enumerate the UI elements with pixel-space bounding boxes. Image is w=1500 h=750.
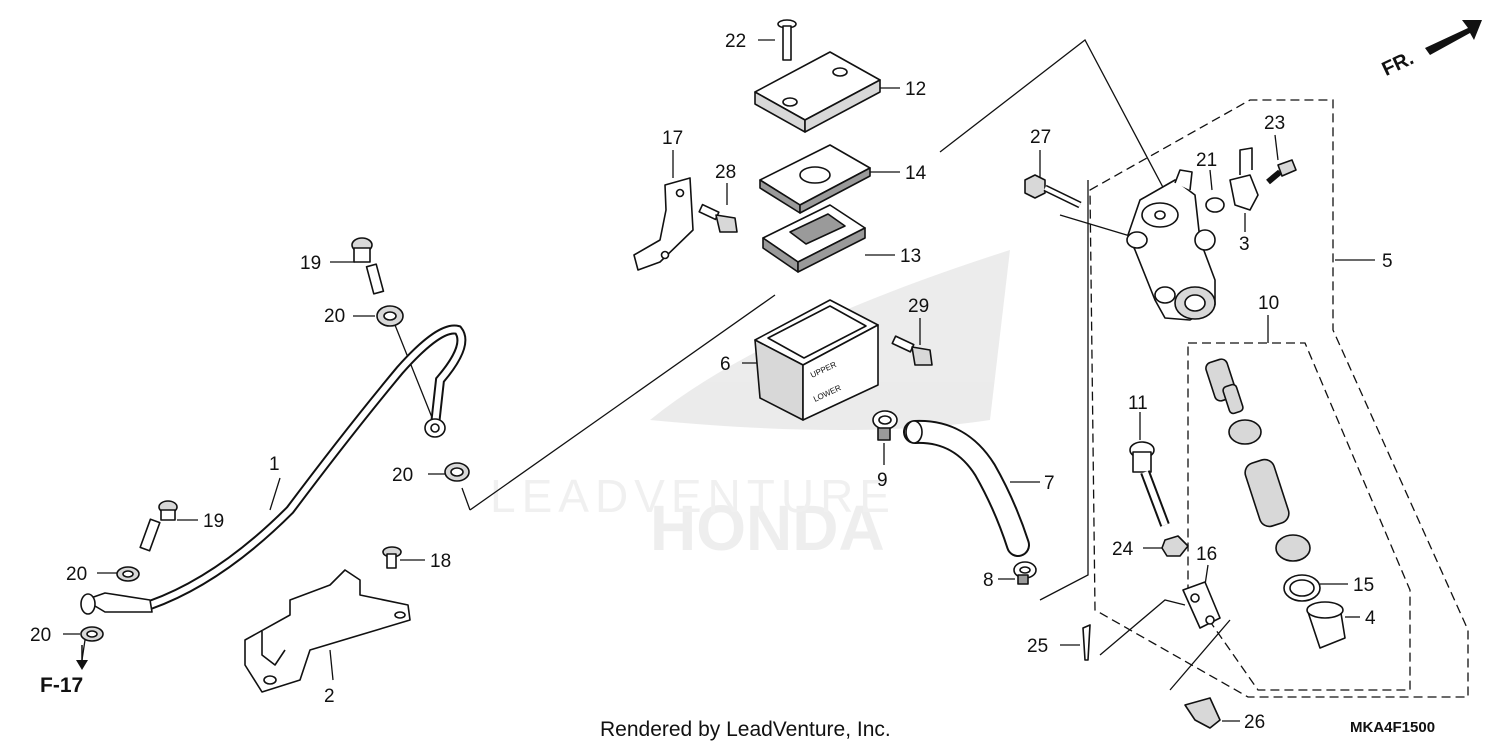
watermark-brand: HONDA <box>650 492 885 564</box>
callout-22: 22 <box>725 31 746 52</box>
part-20-washers <box>80 305 470 642</box>
callout-18: 18 <box>430 551 451 572</box>
callout-20-b: 20 <box>392 465 413 486</box>
diagram-code: MKA4F1500 <box>1350 719 1436 736</box>
part-12-cap <box>754 51 881 133</box>
callout-25: 25 <box>1027 636 1048 657</box>
part-16-joint <box>1182 581 1221 629</box>
callout-15: 15 <box>1353 575 1374 596</box>
callout-6: 6 <box>720 354 731 375</box>
callout-14: 14 <box>905 163 927 184</box>
part-22-screw <box>777 19 797 61</box>
part-23-screw <box>1266 159 1297 185</box>
part-3-joint <box>1229 147 1259 211</box>
callout-8: 8 <box>983 570 994 591</box>
part-1-brake-hose <box>80 324 467 615</box>
part-18-screw <box>382 546 402 569</box>
part-19-bolt-lower <box>139 500 178 552</box>
callout-20-c: 20 <box>66 564 87 585</box>
kit-10-internals <box>1205 358 1346 649</box>
callout-1: 1 <box>269 454 280 475</box>
callout-13: 13 <box>900 246 921 267</box>
callout-19-upper: 19 <box>300 253 321 274</box>
part-8-clamp <box>1013 561 1037 585</box>
part-24-nut <box>1161 535 1189 557</box>
part-27-bolt <box>1024 174 1082 209</box>
callout-10: 10 <box>1258 293 1279 314</box>
callout-3: 3 <box>1239 234 1250 255</box>
part-17-bracket <box>633 177 694 271</box>
watermark: HONDA LEADVENTURE <box>490 250 1010 564</box>
callout-12: 12 <box>905 79 926 100</box>
callout-27: 27 <box>1030 127 1051 148</box>
callout-29: 29 <box>908 296 929 317</box>
front-arrow-icon <box>1425 20 1482 55</box>
callout-17: 17 <box>662 128 683 149</box>
part-11-push-rod <box>1129 441 1170 527</box>
part-21-o-ring <box>1205 197 1225 213</box>
callout-16: 16 <box>1196 544 1217 565</box>
watermark-text: LEADVENTURE <box>490 470 896 522</box>
part-29-bolt <box>891 335 933 366</box>
part-6-reservoir: UPPER LOWER <box>754 299 879 421</box>
callout-24: 24 <box>1112 539 1134 560</box>
callout-20-d: 20 <box>30 625 51 646</box>
callout-19-lower: 19 <box>203 511 224 532</box>
callout-26: 26 <box>1244 712 1265 733</box>
master-cylinder-body <box>1126 169 1216 321</box>
callout-21: 21 <box>1196 150 1217 171</box>
part-28-bolt <box>698 203 738 233</box>
callout-28: 28 <box>715 162 736 183</box>
part-2-guard <box>244 569 411 693</box>
footer-credit: Rendered by LeadVenture, Inc. <box>600 718 891 741</box>
ref-arrow-icon <box>76 645 88 670</box>
part-26-clip <box>1184 697 1221 729</box>
part-25-cotter-pin <box>1082 624 1091 661</box>
callout-23: 23 <box>1264 113 1285 134</box>
callout-2: 2 <box>324 686 335 707</box>
callout-5: 5 <box>1382 251 1393 272</box>
callout-4: 4 <box>1365 608 1376 629</box>
callout-labels: 1 2 3 4 5 6 7 8 9 10 11 12 13 14 15 16 1… <box>30 31 1393 733</box>
part-19-bolt-upper <box>351 237 385 295</box>
part-7-hose <box>903 419 1030 557</box>
assembly-5-outline <box>1089 99 1469 698</box>
part-14-plate <box>759 144 871 214</box>
callout-7: 7 <box>1044 473 1055 494</box>
callout-11: 11 <box>1128 393 1148 414</box>
part-9-clamp <box>872 410 898 441</box>
page-reference-link[interactable]: F-17 <box>40 674 84 697</box>
callout-9: 9 <box>877 470 888 491</box>
callout-20-a: 20 <box>324 306 345 327</box>
part-13-diaphragm <box>762 204 866 273</box>
